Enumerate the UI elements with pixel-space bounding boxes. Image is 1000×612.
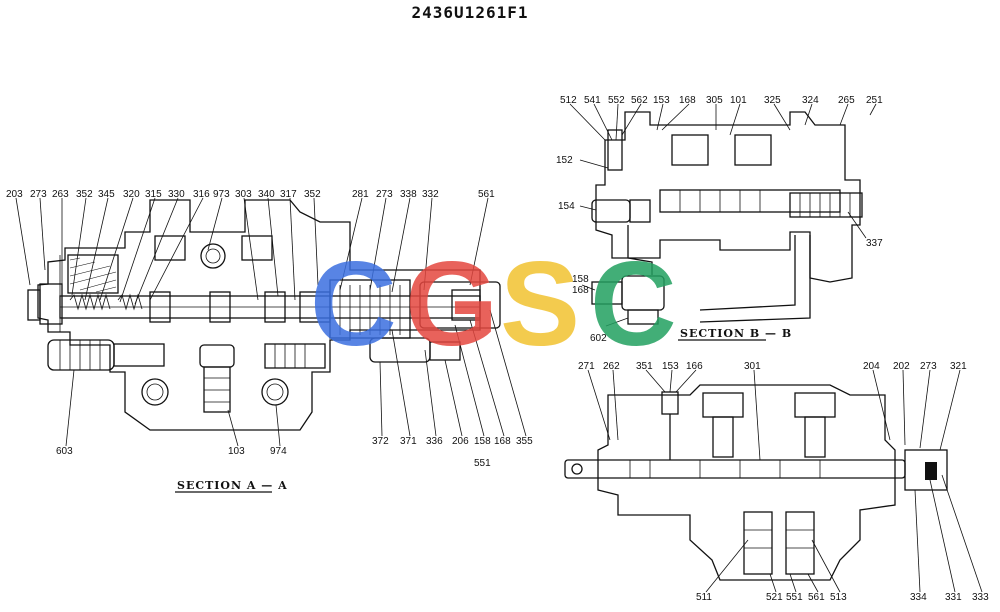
cgsc-watermark: C G S C: [310, 237, 677, 371]
callout-b-side-0: 152: [556, 155, 573, 166]
callout-c-top-2: 351: [636, 361, 653, 372]
callout-a-bottom-7: 158: [474, 436, 491, 447]
callout-a-bottom-5: 336: [426, 436, 443, 447]
section-c-drawing: [564, 369, 983, 593]
callout-b-top-6: 305: [706, 95, 723, 106]
callout-b-top-7: 101: [730, 95, 747, 106]
callout-c-top-5: 301: [744, 361, 761, 372]
callout-a-bottom-0: 603: [56, 446, 73, 457]
callout-c-bottom-5: 334: [910, 592, 927, 603]
callout-b-top-3: 562: [631, 95, 648, 106]
callout-a-top-16: 338: [400, 189, 417, 200]
callout-b-top-5: 168: [679, 95, 696, 106]
callout-a-top-3: 352: [76, 189, 93, 200]
callout-a-top-17: 332: [422, 189, 439, 200]
callout-b-top-8: 325: [764, 95, 781, 106]
callout-a-top-1: 273: [30, 189, 47, 200]
callout-a-bottom-4: 371: [400, 436, 417, 447]
callout-c-top-9: 321: [950, 361, 967, 372]
callout-a-bottom-10: 551: [474, 458, 491, 469]
callout-a-top-12: 317: [280, 189, 297, 200]
watermark-letter-g: G: [405, 237, 498, 371]
callout-c-bottom-4: 513: [830, 592, 847, 603]
callout-a-top-0: 203: [6, 189, 23, 200]
callout-c-bottom-6: 331: [945, 592, 962, 603]
callout-c-bottom-1: 521: [766, 592, 783, 603]
callout-a-top-18: 561: [478, 189, 495, 200]
callout-b-top-1: 541: [584, 95, 601, 106]
callout-a-top-7: 330: [168, 189, 185, 200]
callout-a-bottom-1: 103: [228, 446, 245, 457]
callout-a-bottom-9: 355: [516, 436, 533, 447]
callout-b-top-4: 153: [653, 95, 670, 106]
drawing-number: 2436U1261F1: [412, 3, 529, 22]
callout-b-side-3: 168: [572, 285, 589, 296]
callout-a-top-5: 320: [123, 189, 140, 200]
callout-a-top-8: 316: [193, 189, 210, 200]
callout-b-top-0: 512: [560, 95, 577, 106]
watermark-letter-s: S: [500, 237, 580, 371]
callout-a-top-11: 340: [258, 189, 275, 200]
callout-a-top-2: 263: [52, 189, 69, 200]
callout-c-top-0: 271: [578, 361, 595, 372]
callout-a-top-13: 352: [304, 189, 321, 200]
callout-a-bottom-3: 372: [372, 436, 389, 447]
callout-a-top-6: 315: [145, 189, 162, 200]
watermark-letter-c1: C: [310, 237, 397, 371]
callout-b-side-5: 337: [866, 238, 883, 249]
watermark-letter-c2: C: [590, 237, 677, 371]
section-a-drawing: [15, 197, 527, 493]
callout-a-bottom-6: 206: [452, 436, 469, 447]
callout-c-top-6: 204: [863, 361, 880, 372]
callout-b-side-2: 158: [572, 274, 589, 285]
callout-b-side-4: 602: [590, 333, 607, 344]
callout-c-bottom-0: 511: [696, 592, 712, 603]
callout-a-bottom-8: 168: [494, 436, 511, 447]
callout-c-top-3: 153: [662, 361, 679, 372]
callout-c-top-1: 262: [603, 361, 620, 372]
callout-a-top-4: 345: [98, 189, 115, 200]
section-b-label: SECTION B — B: [680, 327, 792, 340]
callout-b-top-9: 324: [802, 95, 819, 106]
callout-b-top-2: 552: [608, 95, 625, 106]
callout-b-side-1: 154: [558, 201, 575, 212]
callout-c-top-4: 166: [686, 361, 703, 372]
callout-a-bottom-2: 974: [270, 446, 287, 457]
callout-a-top-15: 273: [376, 189, 393, 200]
callout-c-bottom-2: 551: [786, 592, 803, 603]
callout-c-bottom-3: 561: [808, 592, 825, 603]
callout-a-top-10: 303: [235, 189, 252, 200]
callout-a-top-9: 973: [213, 189, 230, 200]
callout-c-top-8: 273: [920, 361, 937, 372]
section-b-drawing: [569, 103, 877, 341]
callout-a-top-14: 281: [352, 189, 369, 200]
callout-b-top-10: 265: [838, 95, 855, 106]
callout-b-top-11: 251: [866, 95, 883, 106]
callout-c-top-7: 202: [893, 361, 910, 372]
section-a-label: SECTION A — A: [177, 479, 288, 492]
callout-c-bottom-7: 333: [972, 592, 989, 603]
